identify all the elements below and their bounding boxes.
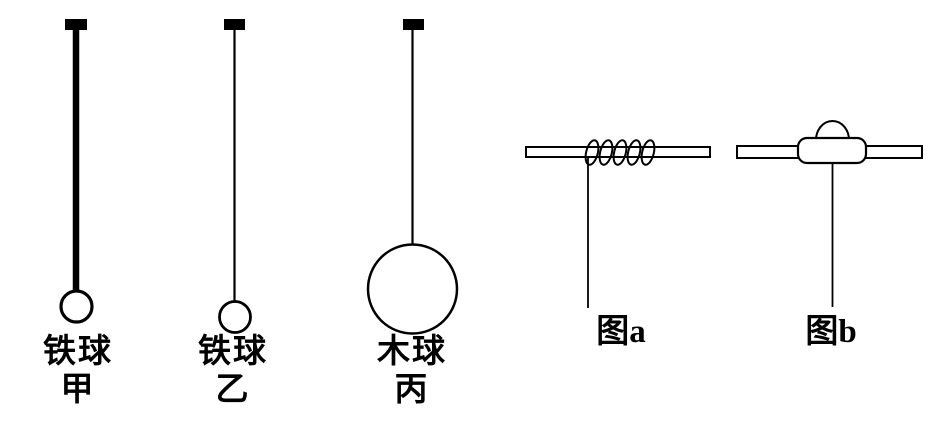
pendulum-bing-wood-ball xyxy=(366,243,459,335)
coil-loop xyxy=(612,139,628,166)
coil-loop xyxy=(598,139,614,166)
coil-loop xyxy=(626,139,642,166)
pendulum-bing-label-line1: 木球 xyxy=(377,334,447,370)
figure-a-horizontal-rod xyxy=(525,146,711,158)
figure-b-rod-left xyxy=(736,145,800,159)
pendulum-yi-label-line1: 铁球 xyxy=(198,334,268,370)
pendulum-bing-label: 木球 丙 xyxy=(377,333,447,409)
figure-a-label: 图a xyxy=(596,314,646,350)
coil-loop xyxy=(640,139,656,166)
pendulum-jia-iron-ball xyxy=(59,289,94,324)
figure-a-coil xyxy=(584,139,656,166)
pendulum-yi-label-line2: 乙 xyxy=(215,372,251,408)
figure-b-rod-right xyxy=(864,145,923,159)
pendulum-yi-support-block xyxy=(224,19,245,30)
figure-a-drawing xyxy=(525,139,711,308)
pendulum-jia xyxy=(59,19,94,324)
pendulum-yi-label: 铁球 乙 xyxy=(198,333,268,409)
pendulum-yi xyxy=(218,19,252,334)
pendulum-jia-label-line2: 甲 xyxy=(60,372,96,408)
pendulum-yi-iron-ball xyxy=(218,300,252,334)
pendulum-bing-support-block xyxy=(403,19,424,30)
pendulum-bing xyxy=(366,19,459,335)
pendulum-bing-label-line2: 丙 xyxy=(394,372,430,408)
coil-loop xyxy=(584,139,600,166)
figure-b-clamp-block xyxy=(796,136,868,165)
pendulum-jia-label-line1: 铁球 xyxy=(43,334,113,370)
figure-b-label: 图b xyxy=(805,314,857,350)
pendulum-jia-support-block xyxy=(65,19,87,30)
pendulum-jia-label: 铁球 甲 xyxy=(43,333,113,409)
figure-b-dome xyxy=(815,120,850,141)
figure-b-drawing xyxy=(736,120,923,307)
